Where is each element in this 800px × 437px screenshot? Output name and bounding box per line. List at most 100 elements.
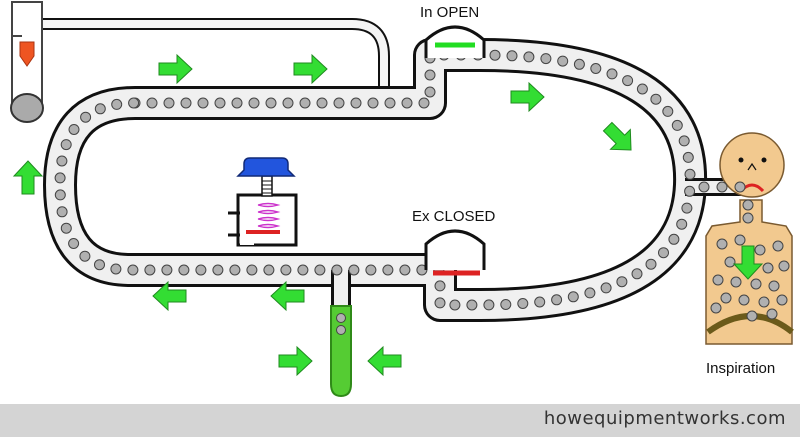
gas-particle [56, 206, 68, 218]
flow-arrows [12, 53, 764, 377]
gas-particle [540, 53, 552, 65]
gas-particle [212, 264, 224, 276]
flow-arrow-icon [152, 280, 187, 312]
gas-particle [776, 294, 788, 306]
gas-particle [128, 97, 140, 109]
gas-particle [280, 264, 292, 276]
flow-arrow-icon [12, 160, 44, 195]
gas-particle [265, 97, 277, 109]
gas-particle [768, 280, 780, 292]
gas-particle [483, 299, 495, 311]
gas-particle [716, 238, 728, 250]
gas-particle [681, 202, 693, 214]
reservoir-bag-icon [330, 305, 352, 398]
flow-arrow-icon [367, 345, 402, 377]
expiratory-valve-label: Ex CLOSED [412, 208, 496, 225]
gas-particle [331, 264, 343, 276]
gas-particle [449, 299, 461, 311]
flow-arrow-icon [278, 345, 313, 377]
gas-particle [534, 296, 546, 308]
gas-particle [698, 181, 710, 193]
expiratory-valve [424, 229, 486, 276]
gas-particle [314, 264, 326, 276]
pop-off-valve-icon [228, 157, 298, 247]
gas-particle [418, 97, 430, 109]
gas-particle [489, 49, 501, 61]
gas-particle [246, 264, 258, 276]
gas-particle [738, 294, 750, 306]
gas-particle [161, 264, 173, 276]
gas-particle [557, 55, 569, 67]
gas-particle [724, 256, 736, 268]
gas-particle [622, 75, 634, 87]
gas-particle [616, 276, 628, 288]
gas-particle [144, 264, 156, 276]
gas-particle [500, 299, 512, 310]
gas-particles [54, 49, 696, 311]
gas-particle [650, 93, 662, 105]
gas-particle [671, 119, 683, 131]
gas-particle [195, 264, 207, 276]
gas-particle [734, 234, 746, 246]
gas-particle [584, 287, 596, 299]
gas-particle [299, 97, 311, 109]
gas-particle [434, 297, 446, 309]
gas-particle [762, 262, 774, 274]
gas-particle [68, 238, 80, 249]
gas-particle [678, 135, 690, 147]
flow-arrow-icon [270, 280, 305, 312]
gas-particle [282, 97, 294, 109]
gas-particle [424, 69, 436, 81]
gas-particle [367, 97, 379, 109]
gas-particle [712, 274, 724, 286]
gas-particle [466, 299, 478, 311]
gas-particle [716, 181, 728, 193]
gas-particle [163, 97, 175, 109]
gas-particle [399, 264, 411, 276]
gas-particle [658, 247, 669, 259]
gas-particle [758, 296, 770, 308]
inspiratory-valve [424, 25, 486, 58]
gas-particle [636, 83, 648, 95]
flowmeter-icon [10, 1, 44, 123]
gas-particle [68, 124, 80, 135]
gas-particle [720, 292, 732, 304]
gas-particle [662, 105, 674, 117]
gas-particle [600, 282, 612, 294]
gas-particle [710, 302, 722, 314]
gas-particle [231, 97, 243, 109]
gas-particle [506, 50, 518, 62]
gas-particle [684, 168, 696, 180]
gas-particle [684, 185, 696, 197]
gas-particle [434, 280, 446, 292]
gas-particle [127, 264, 139, 276]
gas-particle [333, 97, 345, 109]
gas-particle [606, 68, 618, 80]
footer-bar: howequipmentworks.com [0, 404, 800, 437]
gas-particle [682, 151, 694, 163]
gas-particle [772, 240, 784, 252]
gas-particle [60, 139, 72, 151]
gas-particle [214, 97, 226, 109]
gas-particle [645, 258, 657, 270]
flow-arrow-icon [158, 53, 193, 85]
gas-particle [178, 264, 190, 276]
gas-particle [754, 244, 766, 256]
gas-particle [384, 97, 396, 109]
gas-particle [348, 264, 360, 276]
gas-particle [56, 155, 68, 167]
gas-particle [316, 97, 328, 109]
gas-particle [631, 268, 643, 280]
gas-particle [229, 264, 241, 276]
gas-particle [80, 111, 92, 123]
gas-particle [523, 51, 535, 63]
gas-particle [94, 259, 105, 271]
gas-particle [111, 98, 123, 110]
gas-particle [54, 189, 66, 201]
gas-particle [730, 276, 742, 288]
gas-particle [110, 263, 122, 275]
flow-arrow-icon [732, 245, 764, 280]
gas-particle [248, 97, 260, 109]
gas-particle [263, 264, 275, 276]
